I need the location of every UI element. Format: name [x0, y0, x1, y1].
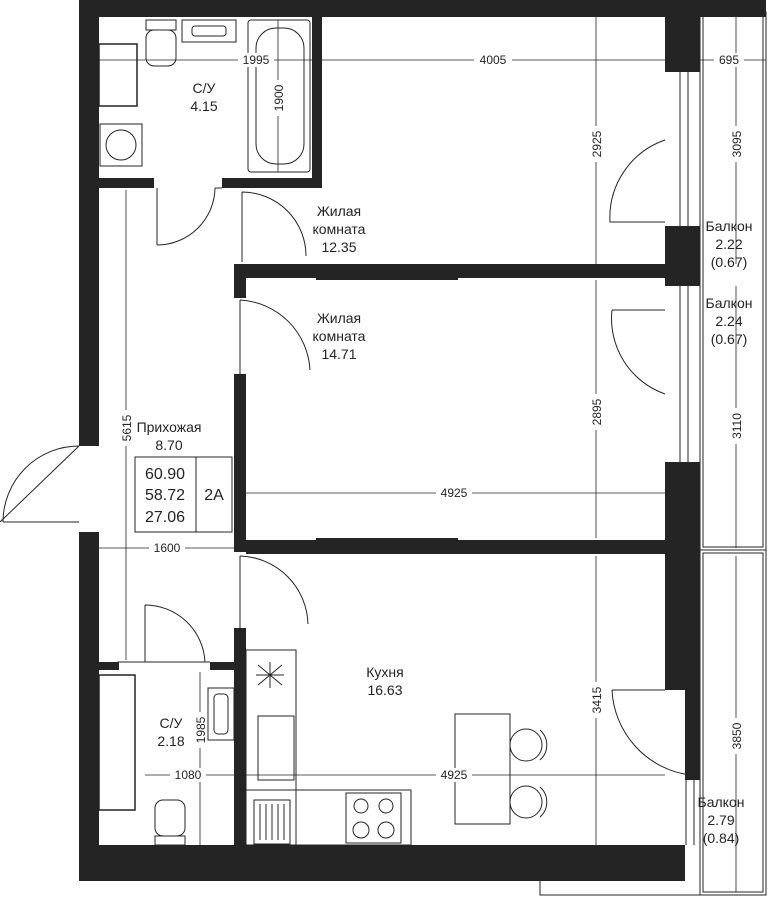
cupboards [98, 43, 138, 811]
walls [79, 0, 766, 881]
dim-bath2-depth: 1985 [194, 716, 208, 743]
summary-apt-type: 2А [204, 487, 224, 504]
dim-balcony-width: 695 [719, 53, 739, 67]
dim-hall-width: 1600 [154, 541, 181, 555]
bathroom2-area: 2.18 [157, 733, 184, 749]
living2-name-2: комната [313, 328, 366, 344]
dim-kitchen-depth: 3415 [590, 686, 604, 713]
hall-area: 8.70 [155, 437, 182, 453]
dim-bath2-width: 1080 [175, 768, 202, 782]
living1-name-2: комната [313, 221, 366, 237]
balcony3-coef: (0.84) [703, 830, 740, 846]
dim-room2-width: 4925 [441, 486, 468, 500]
balcony3-area: 2.79 [707, 812, 734, 828]
room-labels: С/У 4.15 Жилая комната 12.35 Жилая комна… [137, 80, 753, 846]
dimension-lines [99, 17, 766, 892]
balcony1-coef: (0.67) [711, 254, 748, 270]
balcony3-name: Балкон [698, 794, 745, 810]
summary-living-area: 27.06 [145, 509, 185, 526]
dim-room1-depth: 2925 [590, 130, 604, 157]
living1-area: 12.35 [321, 239, 356, 255]
bathroom1-name: С/У [193, 80, 216, 96]
dim-balcony3-length: 3850 [730, 722, 744, 749]
bathroom2-name: С/У [160, 715, 183, 731]
dim-room2-depth: 2895 [590, 398, 604, 425]
dim-balcony2-length: 3110 [730, 413, 744, 439]
dim-kitchen-width: 4925 [441, 768, 468, 782]
balcony2-area: 2.24 [715, 313, 742, 329]
kitchen-area: 16.63 [367, 682, 402, 698]
dim-hall-length: 5615 [120, 414, 134, 441]
living2-name-1: Жилая [317, 310, 361, 326]
summary-box: 60.90 58.72 27.06 2А [134, 456, 233, 533]
kitchen-name: Кухня [366, 664, 403, 680]
bathroom1-area: 4.15 [190, 98, 217, 114]
hall-name: Прихожая [137, 419, 202, 435]
windows-balconies [539, 11, 767, 896]
balcony2-name: Балкон [706, 295, 753, 311]
summary-living-total: 58.72 [145, 487, 185, 504]
balcony1-area: 2.22 [715, 236, 742, 252]
doors [0, 139, 691, 776]
living1-name-1: Жилая [317, 203, 361, 219]
balcony1-name: Балкон [706, 218, 753, 234]
summary-total-area: 60.90 [145, 466, 185, 483]
dim-bath-width: 1995 [243, 53, 270, 67]
dim-balcony1-length: 3095 [730, 130, 744, 157]
balcony2-coef: (0.67) [711, 331, 748, 347]
dim-room1-width: 4005 [480, 53, 507, 67]
dim-tub-length: 1900 [272, 84, 286, 111]
living2-area: 14.71 [321, 346, 356, 362]
dimension-texts: 1995 4005 695 1900 2925 3095 5615 2895 4… [119, 53, 744, 782]
